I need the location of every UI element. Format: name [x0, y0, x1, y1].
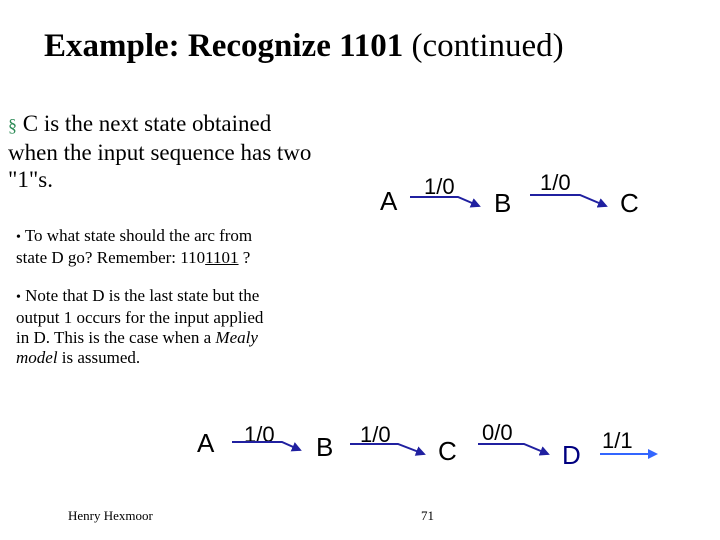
title-normal: (continued) — [411, 28, 564, 64]
sequence-prefix: 110 — [180, 248, 206, 267]
title-bold: Example: Recognize 1101 — [44, 28, 404, 64]
bullet1-line3: "1"s. — [8, 167, 53, 192]
bullet3-line3: in D. This is the case when a — [16, 328, 212, 347]
bottom-arrow-bc — [350, 443, 426, 456]
bullet-mealy-note: • Note that D is the last state but the … — [16, 286, 263, 368]
bullet2-line1: To what state should the arc from — [24, 226, 253, 245]
model-term: model — [16, 348, 58, 367]
bullet1-line2: when the input sequence has two — [8, 140, 312, 165]
mealy-term: Mealy — [215, 328, 258, 347]
top-state-b: B — [494, 188, 511, 218]
bottom-state-c: C — [438, 436, 457, 466]
bullet-question: • To what state should the arc from stat… — [16, 226, 252, 268]
question-mark: ? — [242, 248, 251, 267]
bottom-label-cd: 0/0 — [482, 420, 513, 445]
sequence-underlined: 1101 — [205, 248, 239, 267]
top-label-bc: 1/0 — [540, 170, 571, 195]
bullet2-line2: state D go? Remember: — [16, 248, 177, 267]
top-arrow-bc — [530, 194, 608, 208]
bottom-state-d: D — [562, 440, 581, 470]
section-bullet-icon: § — [8, 115, 17, 135]
slide-title: Example: Recognize 1101 (continued) — [44, 28, 564, 65]
sequence-text: 1101101 — [180, 248, 238, 267]
bottom-label-bc: 1/0 — [360, 422, 391, 447]
bottom-arrow-cd — [478, 443, 550, 456]
bullet-dot-icon: • — [16, 230, 21, 245]
bullet3-line4: is assumed. — [61, 348, 141, 367]
footer-author: Henry Hexmoor — [68, 508, 153, 523]
top-state-c: C — [620, 188, 639, 218]
bullet-c-definition: § C is the next state obtained when the … — [8, 110, 311, 193]
top-label-ab: 1/0 — [424, 174, 455, 199]
bullet1-line1: C is the next state obtained — [22, 111, 272, 136]
page-number: 71 — [421, 508, 434, 523]
bullet3-line2: output 1 occurs for the input applied — [16, 308, 264, 327]
bottom-state-b: B — [316, 432, 333, 462]
top-arrow-ab — [410, 196, 481, 208]
bullet-dot-icon: • — [16, 290, 21, 305]
bullet3-line1: Note that D is the last state but the — [25, 286, 260, 305]
bottom-label-d-out: 1/1 — [602, 428, 633, 453]
top-state-a: A — [380, 186, 398, 216]
bottom-arrow-ab — [232, 441, 302, 452]
bottom-state-a: A — [197, 428, 215, 458]
bottom-label-ab: 1/0 — [244, 422, 275, 447]
